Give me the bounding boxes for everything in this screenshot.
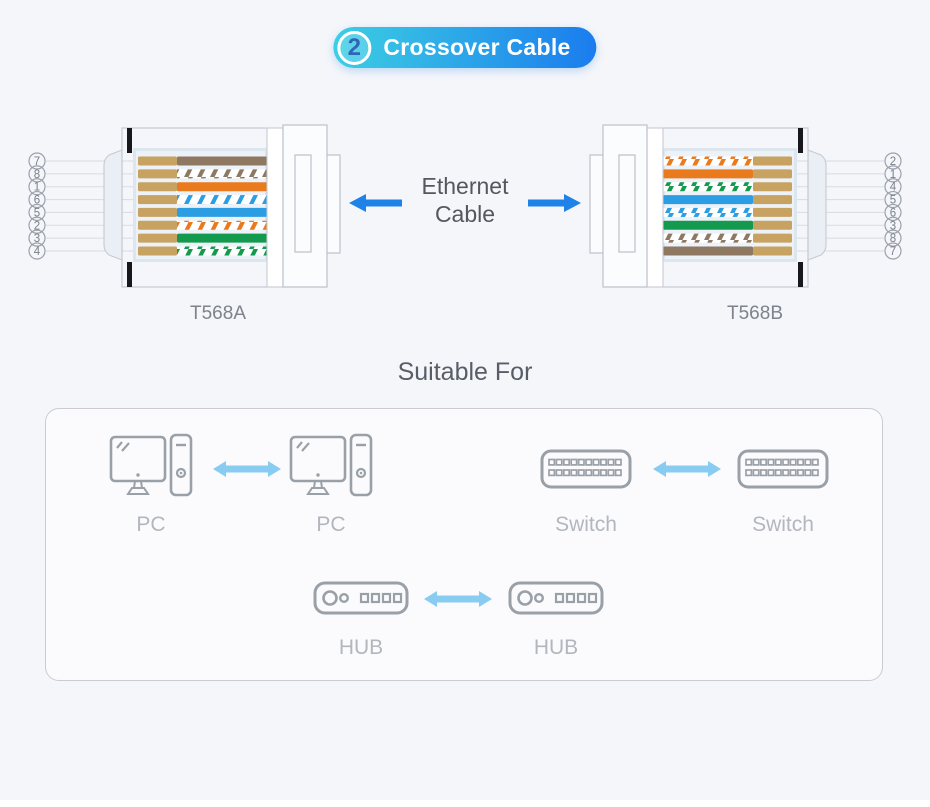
step-number-badge: 2: [337, 30, 372, 65]
device-switch-1: Switch: [526, 431, 646, 537]
pin-number: 8: [890, 233, 896, 245]
pin-number-circle: [884, 216, 902, 234]
ethernet-cable-line1: Ethernet: [421, 173, 509, 199]
pin-number: 1: [34, 182, 40, 194]
pin-number: 4: [890, 182, 897, 194]
suitable-for-panel: PC PC: [45, 408, 883, 681]
pin-number: 6: [890, 207, 896, 219]
pin-number: 7: [34, 156, 40, 168]
pin-number-circle: [28, 165, 46, 183]
device-pc-1: PC: [91, 431, 211, 537]
device-label: Switch: [752, 513, 814, 536]
section-title: Crossover Cable: [383, 34, 571, 60]
t568a-label: T568A: [190, 303, 246, 324]
pin-number: 7: [890, 246, 896, 258]
ethernet-cable-line2: Cable: [434, 201, 496, 227]
double-arrow-icon: [653, 461, 721, 477]
pin-number: 4: [34, 246, 41, 258]
pin-number-circle: [28, 242, 46, 260]
switch-icon: [526, 431, 646, 507]
pin-number-circle: [884, 190, 902, 209]
t568b-label: T568B: [727, 303, 783, 324]
pin-number-circle: [28, 178, 46, 196]
pin-number-circle: [28, 152, 46, 170]
step-header-pill: 2 Crossover Cable: [333, 27, 597, 68]
pin-number-circle: [28, 229, 46, 247]
switch-icon: [723, 431, 843, 507]
pin-number-circle: [884, 178, 902, 196]
arrow-left-icon: [349, 194, 402, 212]
pin-number-circle: [884, 229, 902, 247]
arrow-right-icon: [528, 194, 581, 212]
pin-number-circle: [884, 242, 902, 260]
double-arrow-icon: [213, 461, 281, 477]
device-label: Switch: [555, 513, 617, 536]
pin-number: 3: [34, 233, 40, 245]
pin-number: 3: [890, 220, 896, 232]
pin-number: 2: [34, 220, 40, 232]
pin-number: 1: [890, 169, 896, 181]
pin-number: 2: [890, 156, 896, 168]
device-hub-1: HUB: [301, 566, 421, 660]
suitable-for-title: Suitable For: [397, 358, 533, 386]
double-arrow-icon: [424, 591, 492, 607]
pin-number-circle: [28, 216, 46, 234]
pin-number: 6: [34, 195, 40, 207]
pin-number-circle: [28, 190, 46, 209]
pin-number-circle: [884, 152, 902, 170]
device-label: PC: [136, 513, 166, 536]
device-pc-2: PC: [271, 431, 391, 537]
pin-number: 5: [890, 195, 896, 207]
device-hub-2: HUB: [496, 566, 616, 660]
pin-number: 8: [34, 169, 40, 181]
device-label: PC: [316, 513, 346, 536]
device-label: HUB: [338, 636, 384, 659]
step-number: 2: [347, 33, 362, 61]
pin-number-circle: [884, 165, 902, 183]
bottom-strip: [0, 800, 930, 807]
pc-icon: [271, 431, 391, 507]
pc-icon: [91, 431, 211, 507]
hub-icon: [496, 566, 616, 630]
pin-number-circle: [884, 203, 902, 222]
pin-number-circle: [28, 203, 46, 222]
hub-icon: [301, 566, 421, 630]
device-label: HUB: [533, 636, 579, 659]
ethernet-cable-label: Ethernet Cable: [422, 172, 509, 228]
pin-number: 5: [34, 207, 40, 219]
device-switch-2: Switch: [723, 431, 843, 537]
